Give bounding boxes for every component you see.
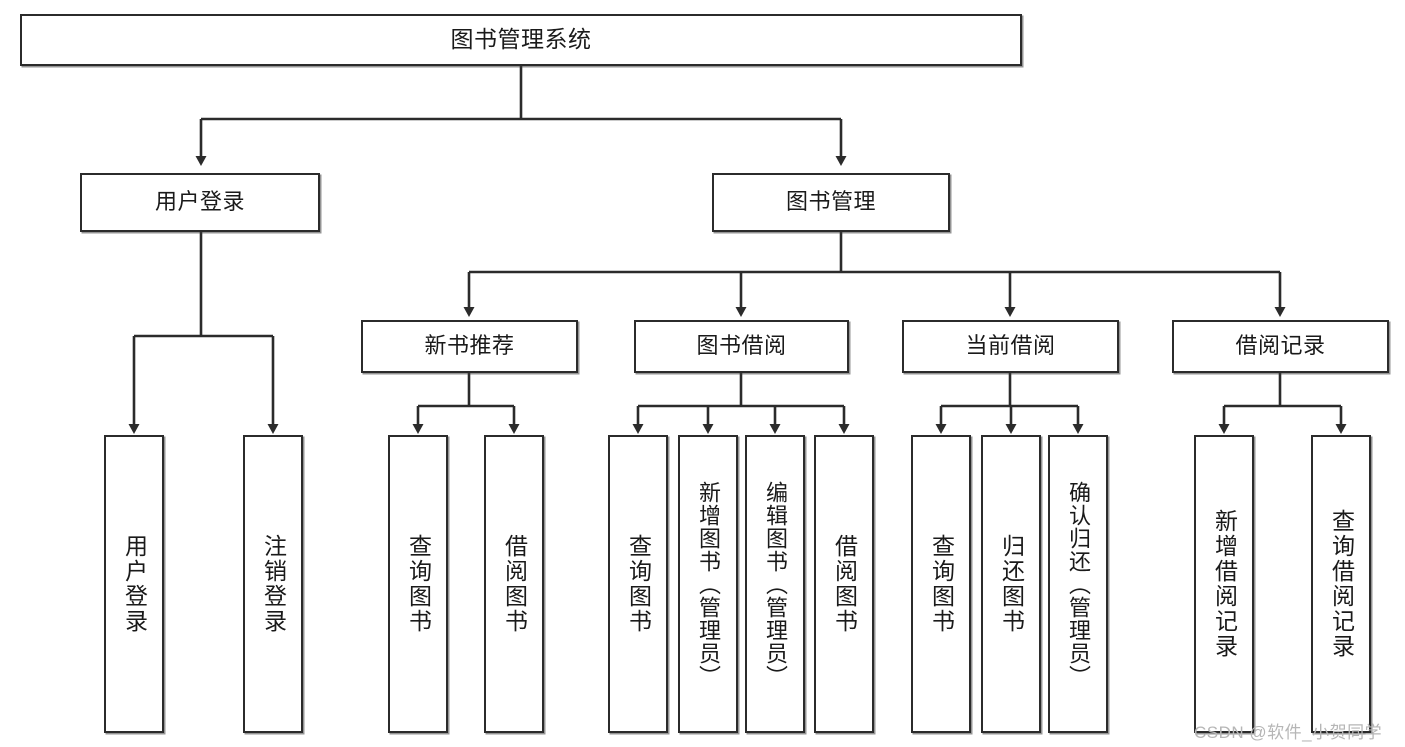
leaf-query-book-current[interactable]: 查询图书 [911,435,971,733]
leaf-add-borrow-record[interactable]: 新增借阅记录 [1194,435,1254,733]
leaf-query-book-recommend[interactable]: 查询图书 [388,435,448,733]
node-current-borrow[interactable]: 当前借阅 [902,320,1119,373]
node-label: 借阅图书 [501,534,528,634]
leaf-logout[interactable]: 注销登录 [243,435,303,733]
leaf-query-borrow-record[interactable]: 查询借阅记录 [1311,435,1371,733]
node-label: 新增图书（管理员） [696,480,721,688]
node-book-borrow[interactable]: 图书借阅 [634,320,849,373]
node-label: 查询图书 [405,534,432,634]
node-label: 查询图书 [928,534,955,634]
node-label: 编辑图书（管理员） [763,480,788,688]
leaf-return-book[interactable]: 归还图书 [981,435,1041,733]
node-label: 用户登录 [121,534,148,634]
leaf-add-book-admin[interactable]: 新增图书（管理员） [678,435,738,733]
node-label: 借阅记录 [1235,333,1326,359]
node-label: 图书借阅 [696,333,787,359]
leaf-user-login[interactable]: 用户登录 [104,435,164,733]
node-user-login[interactable]: 用户登录 [80,173,320,232]
leaf-confirm-return-admin[interactable]: 确认归还（管理员） [1048,435,1108,733]
node-label: 归还图书 [998,534,1025,634]
node-root-system[interactable]: 图书管理系统 [20,14,1022,66]
node-label: 图书管理系统 [450,26,592,53]
node-label: 新增借阅记录 [1211,509,1238,659]
leaf-query-book-borrow[interactable]: 查询图书 [608,435,668,733]
node-label: 当前借阅 [965,333,1056,359]
node-new-book-recommend[interactable]: 新书推荐 [361,320,578,373]
node-label: 图书管理 [785,189,876,215]
node-label: 新书推荐 [424,333,515,359]
node-label: 注销登录 [260,534,287,634]
node-label: 借阅图书 [831,534,858,634]
csdn-watermark: CSDN @软件_小贺同学 [1194,723,1383,742]
leaf-borrow-book[interactable]: 借阅图书 [814,435,874,733]
node-label: 确认归还（管理员） [1066,480,1091,688]
leaf-borrow-book-recommend[interactable]: 借阅图书 [484,435,544,733]
node-label: 用户登录 [154,189,245,215]
node-borrow-record[interactable]: 借阅记录 [1172,320,1389,373]
node-label: 查询借阅记录 [1328,509,1355,659]
node-label: 查询图书 [625,534,652,634]
leaf-edit-book-admin[interactable]: 编辑图书（管理员） [745,435,805,733]
node-book-management[interactable]: 图书管理 [712,173,950,232]
